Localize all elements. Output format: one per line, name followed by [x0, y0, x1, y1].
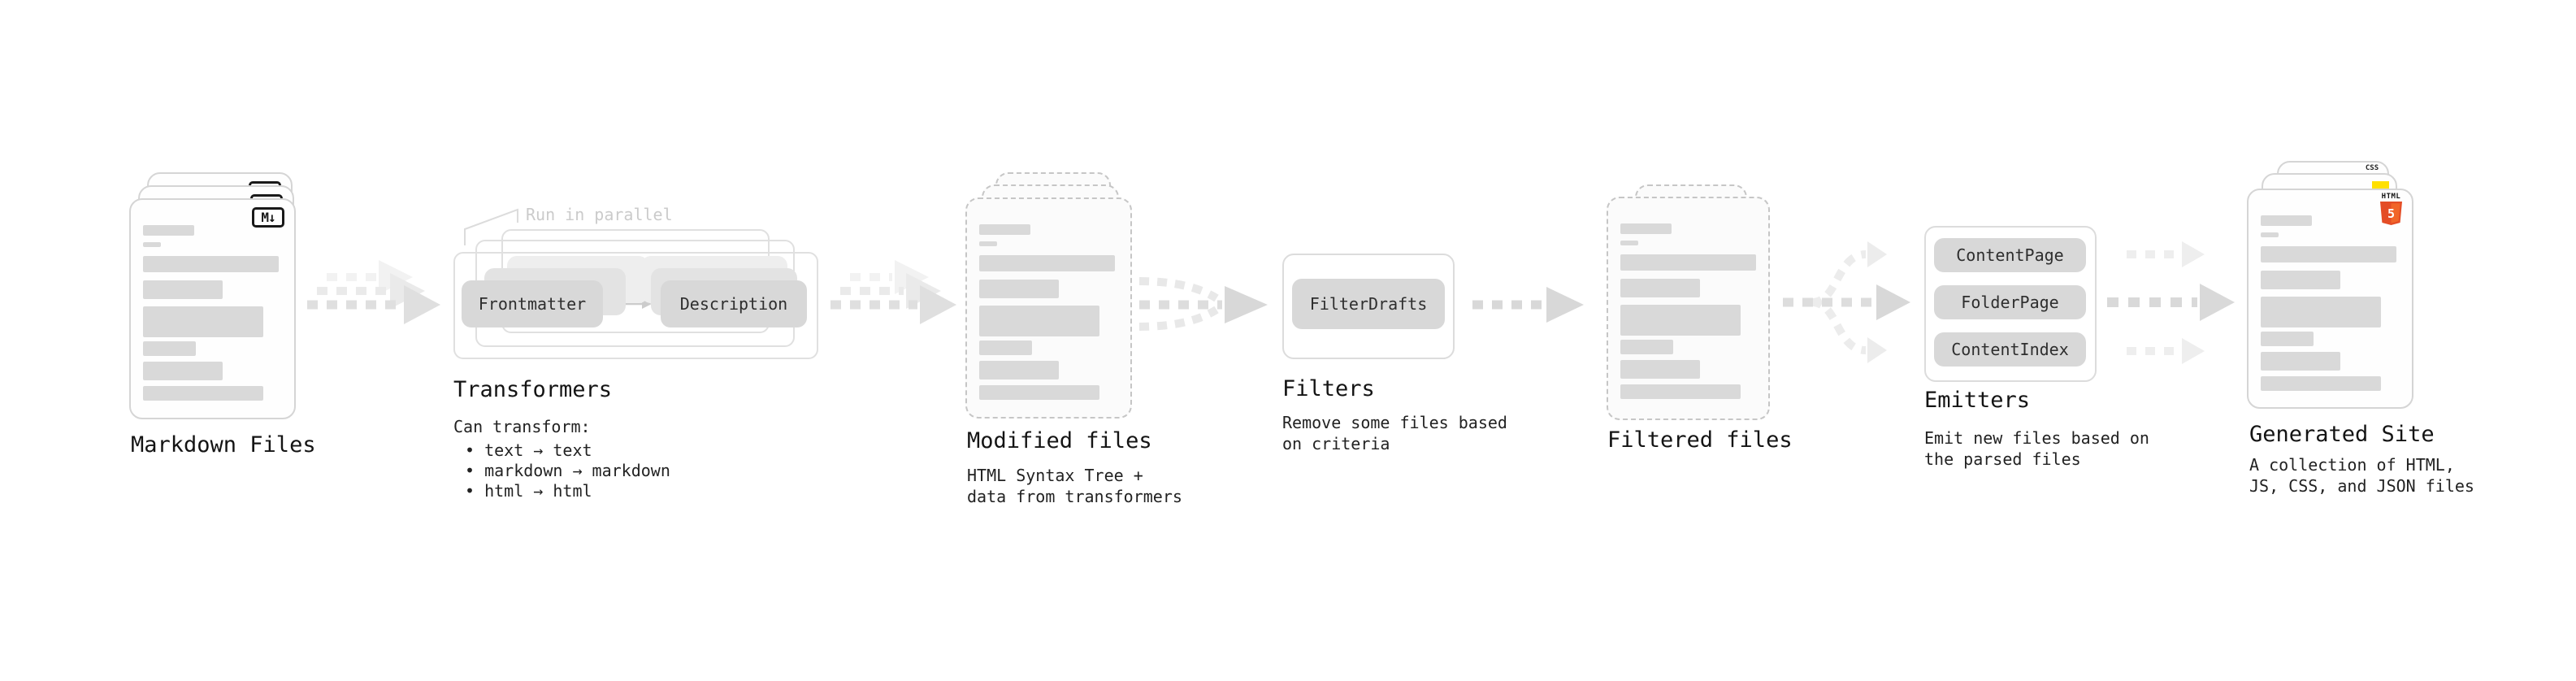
skeleton-bar [143, 225, 194, 236]
transform-bullet: • markdown → markdown [465, 461, 670, 480]
arrow-markdown-to-transformers [307, 260, 440, 324]
skeleton-bar [979, 255, 1115, 271]
skeleton-bar [979, 306, 1099, 336]
arrow-filters-to-filtered [1472, 287, 1584, 323]
filtered-files-title: Filtered files [1607, 427, 1793, 453]
js-badge [2372, 181, 2389, 190]
transform-bullet: • text → text [465, 440, 592, 460]
skeleton-bar [1620, 305, 1741, 336]
transformer-layer-front [453, 252, 818, 359]
filters-title: Filters [1282, 376, 1375, 401]
skeleton-bar [979, 340, 1032, 355]
skeleton-bar [2261, 297, 2381, 327]
skeleton-bar [143, 242, 161, 247]
contentindex-pill: ContentIndex [1934, 332, 2086, 367]
skeleton-bar [1620, 360, 1700, 379]
transformers-intro: Can transform: [453, 417, 591, 436]
html5-icon: HTML 5 [2380, 193, 2402, 228]
skeleton-bar [143, 256, 279, 272]
skeleton-bar [143, 386, 263, 401]
skeleton-bar [2261, 232, 2279, 237]
skeleton-bar [1620, 223, 1672, 234]
skeleton-bar [2261, 376, 2381, 391]
skeleton-bar [2261, 246, 2396, 262]
skeleton-bar [143, 306, 263, 337]
skeleton-bar [1620, 254, 1756, 271]
skeleton-bar [1620, 384, 1741, 399]
skeleton-bar [2261, 352, 2340, 371]
file-card-front [1607, 197, 1770, 420]
arrow-transformers-to-modified [830, 260, 956, 324]
skeleton-bar [1620, 340, 1673, 354]
contentpage-pill: ContentPage [1934, 238, 2086, 272]
markdown-icon: M↓ [252, 207, 284, 228]
filterdrafts-pill: FilterDrafts [1292, 279, 1445, 329]
generated-site-title: Generated Site [2249, 422, 2435, 447]
frontmatter-pill: Frontmatter [462, 280, 603, 327]
skeleton-bar [1620, 279, 1700, 297]
skeleton-bar [143, 280, 223, 299]
transformers-title: Transformers [453, 377, 613, 402]
skeleton-bar [2261, 215, 2312, 226]
skeleton-bar [979, 385, 1099, 400]
filters-subtitle: Remove some files based on criteria [1282, 413, 1507, 453]
arrow-modified-to-filters-merge [1138, 277, 1268, 331]
emitters-subtitle: Emit new files based on the parsed files [1924, 428, 2149, 469]
svg-text:5: 5 [2387, 206, 2395, 221]
markdown-files-title: Markdown Files [131, 432, 316, 458]
skeleton-bar [2261, 332, 2314, 346]
generated-site-subtitle: A collection of HTML, JS, CSS, and JSON … [2249, 455, 2474, 496]
file-card-front [965, 197, 1132, 419]
emitters-title: Emitters [1924, 388, 2031, 413]
file-card-front: M↓ [129, 198, 296, 419]
file-card-front: HTML 5 [2247, 189, 2413, 409]
skeleton-bar [979, 361, 1059, 380]
skeleton-bar [2261, 271, 2340, 289]
description-pill: Description [661, 280, 807, 327]
modified-files-title: Modified files [967, 428, 1152, 453]
run-in-parallel-label: Run in parallel [526, 205, 673, 224]
skeleton-bar [979, 224, 1030, 235]
modified-files-subtitle: HTML Syntax Tree + data from transformer… [967, 466, 1182, 506]
arrow-emitters-to-generated [2107, 241, 2235, 364]
skeleton-bar [143, 362, 223, 380]
arrow-filtered-to-emitters-fanout [1783, 241, 1910, 363]
skeleton-bar [1620, 241, 1638, 245]
skeleton-bar [979, 241, 997, 246]
skeleton-bar [979, 280, 1059, 298]
folderpage-pill: FolderPage [1934, 285, 2086, 319]
transform-bullet: • html → html [465, 481, 592, 501]
skeleton-bar [143, 341, 196, 356]
